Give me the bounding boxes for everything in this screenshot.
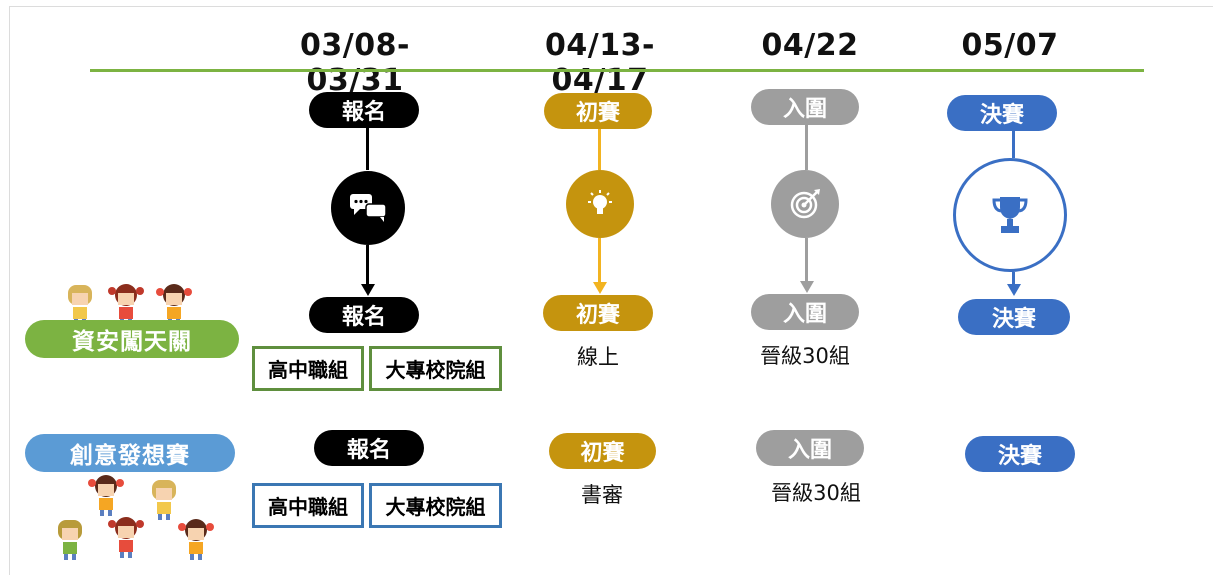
track2-finalist-pill: 入圍 xyxy=(756,430,864,466)
track2-prelim-note: 書審 xyxy=(581,483,623,507)
finalist-connector-top xyxy=(805,125,808,170)
chat-bubbles-icon xyxy=(331,171,405,245)
register-connector-bottom xyxy=(366,245,369,285)
finalist-connector-bottom xyxy=(805,238,808,282)
final-connector-bottom xyxy=(1012,272,1015,285)
prelim-connector-bottom xyxy=(598,238,601,283)
prelim-top-pill: 初賽 xyxy=(544,93,652,129)
register-bottom-pill: 報名 xyxy=(309,297,419,333)
track2-group-highschool: 高中職組 xyxy=(252,483,364,528)
finalist-note-30: 晉級30組 xyxy=(760,344,850,368)
final-connector-top xyxy=(1012,131,1015,158)
timeline-line xyxy=(90,69,1144,72)
kid-avatar-3 xyxy=(156,283,192,327)
prelim-bottom-pill: 初賽 xyxy=(543,295,653,331)
track2-prelim-pill: 初賽 xyxy=(549,433,656,469)
track2-label: 創意發想賽 xyxy=(25,434,235,472)
kid-avatar-6 xyxy=(52,518,88,562)
final-arrowhead xyxy=(1007,284,1021,296)
lightbulb-icon xyxy=(566,170,634,238)
date-finalist: 04/22 xyxy=(761,28,859,63)
register-top-pill: 報名 xyxy=(309,92,419,128)
target-icon xyxy=(771,170,839,238)
final-bottom-pill: 決賽 xyxy=(958,299,1070,335)
track1-group-highschool: 高中職組 xyxy=(252,346,364,391)
prelim-connector-top xyxy=(598,129,601,170)
date-prelim: 04/13-04/17 xyxy=(545,28,655,98)
frame xyxy=(9,6,1213,575)
finalist-bottom-pill: 入圍 xyxy=(751,294,859,330)
date-registration: 03/08-03/31 xyxy=(300,28,410,98)
register-connector-top xyxy=(366,128,369,170)
kid-avatar-8 xyxy=(178,518,214,562)
kid-avatar-4 xyxy=(88,474,124,518)
prelim-arrowhead xyxy=(593,282,607,294)
final-top-pill: 決賽 xyxy=(947,95,1057,131)
finalist-arrowhead xyxy=(800,281,814,293)
track2-register-pill: 報名 xyxy=(314,430,424,466)
kid-avatar-2 xyxy=(108,283,144,327)
track1-group-university: 大專校院組 xyxy=(369,346,502,391)
date-final: 05/07 xyxy=(961,28,1059,63)
kid-avatar-7 xyxy=(108,516,144,560)
track2-final-pill: 決賽 xyxy=(965,436,1075,472)
track2-group-university: 大專校院組 xyxy=(369,483,502,528)
kid-avatar-5 xyxy=(146,478,182,522)
prelim-note-online: 線上 xyxy=(577,345,619,369)
track1-label: 資安闖天關 xyxy=(25,320,239,358)
trophy-icon xyxy=(953,158,1067,272)
finalist-top-pill: 入圍 xyxy=(751,89,859,125)
register-arrowhead xyxy=(361,284,375,296)
track2-finalist-note: 晉級30組 xyxy=(771,481,861,505)
